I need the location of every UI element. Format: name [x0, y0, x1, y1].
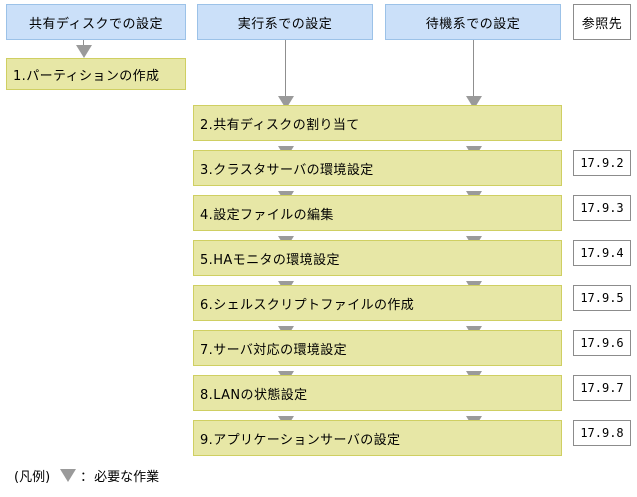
reference-box-task5[interactable]: 17.9.4	[573, 240, 631, 266]
task-label: 2.共有ディスクの割り当て	[200, 117, 360, 133]
connector-standby-header-to-task2	[473, 40, 474, 110]
legend-separator: ：	[80, 470, 94, 485]
column-header-label: 待機系での設定	[425, 16, 521, 32]
task-box-1[interactable]: 1.パーティションの作成	[6, 58, 186, 90]
column-header-label: 参照先	[581, 16, 623, 32]
task-box-2[interactable]: 2.共有ディスクの割り当て	[193, 105, 562, 141]
task-box-3[interactable]: 3.クラスタサーバの環境設定	[193, 150, 562, 186]
column-header-standby-system: 待機系での設定	[385, 4, 561, 40]
task-box-9[interactable]: 9.アプリケーションサーバの設定	[193, 420, 562, 456]
task-box-6[interactable]: 6.シェルスクリプトファイルの作成	[193, 285, 562, 321]
task-label: 6.シェルスクリプトファイルの作成	[200, 297, 415, 313]
down-triangle-icon	[60, 469, 77, 482]
legend-prefix: (凡例)	[14, 470, 51, 485]
task-label: 4.設定ファイルの編集	[200, 207, 334, 223]
reference-box-task3[interactable]: 17.9.2	[573, 150, 631, 176]
legend: (凡例) ： 必要な作業	[14, 466, 159, 485]
column-header-label: 実行系での設定	[237, 16, 333, 32]
reference-label: 17.9.5	[580, 291, 624, 305]
reference-label: 17.9.2	[580, 156, 624, 170]
reference-label: 17.9.3	[580, 201, 624, 215]
task-box-8[interactable]: 8.LANの状態設定	[193, 375, 562, 411]
reference-box-task4[interactable]: 17.9.3	[573, 195, 631, 221]
column-header-shared-disk: 共有ディスクでの設定	[6, 4, 186, 40]
reference-box-task9[interactable]: 17.9.8	[573, 420, 631, 446]
reference-label: 17.9.4	[580, 246, 624, 260]
task-label: 5.HAモニタの環境設定	[200, 252, 340, 268]
reference-box-task8[interactable]: 17.9.7	[573, 375, 631, 401]
column-header-label: 共有ディスクでの設定	[28, 16, 164, 32]
task-label: 1.パーティションの作成	[13, 68, 160, 84]
column-header-reference: 参照先	[573, 4, 631, 40]
reference-label: 17.9.7	[580, 381, 624, 395]
task-label: 9.アプリケーションサーバの設定	[200, 432, 401, 448]
column-header-active-system: 実行系での設定	[197, 4, 373, 40]
reference-box-task7[interactable]: 17.9.6	[573, 330, 631, 356]
reference-box-task6[interactable]: 17.9.5	[573, 285, 631, 311]
legend-text: 必要な作業	[94, 470, 160, 485]
task-label: 3.クラスタサーバの環境設定	[200, 162, 374, 178]
task-box-5[interactable]: 5.HAモニタの環境設定	[193, 240, 562, 276]
task-box-4[interactable]: 4.設定ファイルの編集	[193, 195, 562, 231]
arrowhead-shared-header-to-task1	[76, 45, 92, 58]
task-label: 8.LANの状態設定	[200, 387, 308, 403]
connector-active-header-to-task2	[285, 40, 286, 110]
reference-label: 17.9.8	[580, 426, 624, 440]
reference-label: 17.9.6	[580, 336, 624, 350]
task-label: 7.サーバ対応の環境設定	[200, 342, 348, 358]
task-box-7[interactable]: 7.サーバ対応の環境設定	[193, 330, 562, 366]
